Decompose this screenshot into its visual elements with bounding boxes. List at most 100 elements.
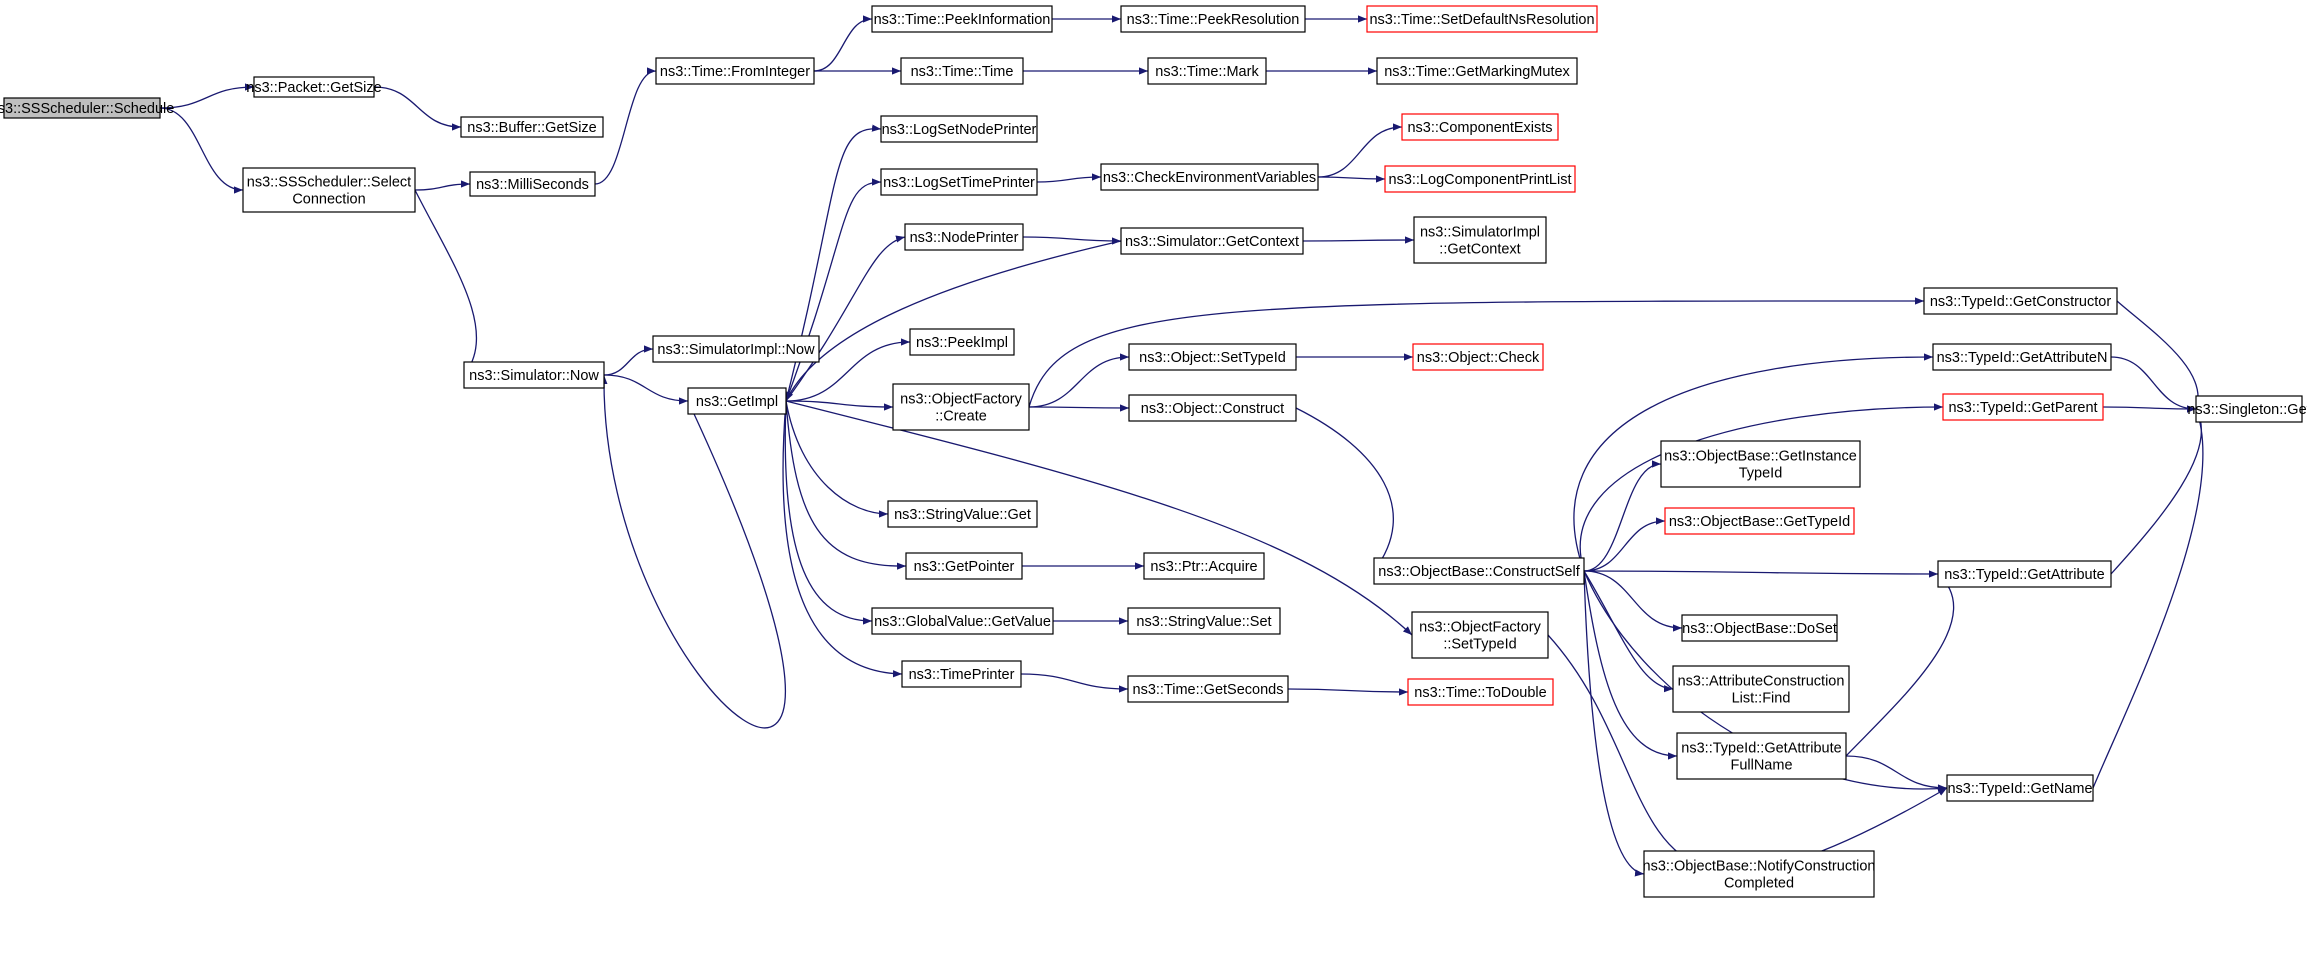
node-objectbase-constructself[interactable]: ns3::ObjectBase::ConstructSelf [1373, 557, 1585, 585]
node-label: ns3::TypeId::GetAttribute [1944, 567, 2104, 583]
node-packet-getsize[interactable]: ns3::Packet::GetSize [246, 76, 382, 98]
node-label: Completed [1724, 876, 1794, 892]
node-schedule[interactable]: ns3::SSScheduler::Schedule [0, 97, 174, 119]
node-time-todouble[interactable]: ns3::Time::ToDouble [1407, 678, 1554, 706]
node-typeid-getparent[interactable]: ns3::TypeId::GetParent [1942, 393, 2104, 421]
node-label: Connection [292, 192, 365, 208]
node-label: ns3::Ptr::Acquire [1150, 559, 1257, 575]
node-box [1643, 850, 1875, 898]
node-label: ns3::Time::PeekInformation [874, 12, 1051, 28]
node-label: ns3::Time::ToDouble [1414, 685, 1546, 701]
node-logsettimeprinter[interactable]: ns3::LogSetTimePrinter [880, 168, 1038, 196]
node-box [1120, 5, 1306, 33]
node-timeprinter[interactable]: ns3::TimePrinter [901, 660, 1022, 688]
node-time-time[interactable]: ns3::Time::Time [900, 57, 1024, 85]
node-logsetnodeprinter[interactable]: ns3::LogSetNodePrinter [880, 115, 1038, 143]
node-box [1100, 163, 1319, 191]
node-box [1128, 394, 1297, 422]
node-box [900, 57, 1024, 85]
edge-objectbase_constructself-to-typeid_getattributefullname [1583, 570, 1678, 760]
node-stringvalue-set[interactable]: ns3::StringValue::Set [1127, 607, 1281, 635]
node-label: ns3::Buffer::GetSize [467, 120, 597, 136]
node-box [1942, 393, 2104, 421]
node-getpointer[interactable]: ns3::GetPointer [905, 552, 1023, 580]
node-object-settypeid[interactable]: ns3::Object::SetTypeId [1128, 343, 1297, 371]
node-label: ns3::Packet::GetSize [246, 80, 381, 96]
node-typeid-getconstructor[interactable]: ns3::TypeId::GetConstructor [1923, 287, 2118, 315]
node-objectfactory-settypeid[interactable]: ns3::ObjectFactory::SetTypeId [1411, 611, 1549, 659]
node-box [1660, 440, 1861, 488]
edge-time_getseconds-to-time_todouble [1287, 688, 1409, 696]
edge-getimpl-to-peekimpl [785, 338, 911, 402]
node-componentexists[interactable]: ns3::ComponentExists [1401, 113, 1559, 141]
node-objectbase-gettypeid[interactable]: ns3::ObjectBase::GetTypeId [1664, 507, 1855, 535]
node-singleton-get[interactable]: ns3::Singleton::Get [2187, 395, 2307, 423]
node-stringvalue-get[interactable]: ns3::StringValue::Get [887, 500, 1038, 528]
edge-getimpl-to-timeprinter [782, 400, 903, 678]
node-peekimpl[interactable]: ns3::PeekImpl [909, 328, 1015, 356]
node-box [892, 383, 1030, 431]
node-nodeprinter[interactable]: ns3::NodePrinter [904, 223, 1024, 251]
node-time-getseconds[interactable]: ns3::Time::GetSeconds [1127, 675, 1289, 703]
node-box [1401, 113, 1559, 141]
node-box [880, 115, 1038, 143]
node-milliseconds[interactable]: ns3::MilliSeconds [469, 171, 596, 197]
node-label: ns3::CheckEnvironmentVariables [1103, 170, 1316, 186]
node-box [1413, 216, 1547, 264]
node-objectfactory-create[interactable]: ns3::ObjectFactory::Create [892, 383, 1030, 431]
node-checkenvironmentvariables[interactable]: ns3::CheckEnvironmentVariables [1100, 163, 1319, 191]
node-simulator-now[interactable]: ns3::Simulator::Now [463, 361, 605, 389]
node-object-check[interactable]: ns3::Object::Check [1412, 343, 1544, 371]
node-logcomponentprintlist[interactable]: ns3::LogComponentPrintList [1384, 165, 1576, 193]
edge-logsettimeprinter-to-checkenvironmentvariables [1036, 173, 1102, 183]
node-box [1932, 343, 2112, 371]
node-box [1143, 552, 1265, 580]
node-buffer-getsize[interactable]: ns3::Buffer::GetSize [460, 116, 604, 138]
node-label: FullName [1730, 758, 1792, 774]
node-time-mark[interactable]: ns3::Time::Mark [1147, 57, 1267, 85]
node-label: ns3::Time::PeekResolution [1127, 12, 1300, 28]
node-simulator-getcontext[interactable]: ns3::Simulator::GetContext [1120, 227, 1304, 255]
node-getimpl[interactable]: ns3::GetImpl [687, 387, 787, 415]
node-ptr-acquire[interactable]: ns3::Ptr::Acquire [1143, 552, 1265, 580]
edges-layer [159, 15, 2204, 877]
node-label: ns3::GetImpl [696, 394, 778, 410]
node-simulatorimpl-now[interactable]: ns3::SimulatorImpl::Now [652, 335, 820, 363]
node-object-construct[interactable]: ns3::Object::Construct [1128, 394, 1297, 422]
node-objectbase-notifyconstructioncompleted[interactable]: ns3::ObjectBase::NotifyConstructionCompl… [1643, 850, 1876, 898]
node-label: ns3::ObjectFactory [1419, 620, 1541, 636]
node-label: ns3::LogSetNodePrinter [882, 122, 1037, 138]
node-time-frominteger[interactable]: ns3::Time::FromInteger [655, 57, 815, 85]
node-time-peekresolution[interactable]: ns3::Time::PeekResolution [1120, 5, 1306, 33]
node-typeid-getname[interactable]: ns3::TypeId::GetName [1946, 774, 2094, 802]
edge-getimpl-to-nodeprinter [785, 235, 906, 402]
edge-packet_getsize-to-buffer_getsize [373, 86, 462, 131]
edge-nodeprinter-to-simulator_getcontext [1022, 236, 1122, 245]
node-label: ns3::Object::SetTypeId [1139, 350, 1286, 366]
node-typeid-getattribute[interactable]: ns3::TypeId::GetAttribute [1937, 560, 2112, 588]
edge-milliseconds-to-time_frominteger [594, 67, 657, 185]
node-typeid-getattributen[interactable]: ns3::TypeId::GetAttributeN [1932, 343, 2112, 371]
node-objectbase-doset[interactable]: ns3::ObjectBase::DoSet [1681, 614, 1838, 642]
node-box [909, 328, 1015, 356]
node-globalvalue-getvalue[interactable]: ns3::GlobalValue::GetValue [871, 607, 1054, 635]
edge-getimpl-to-stringvalue_get [785, 400, 889, 518]
node-box [460, 116, 604, 138]
node-label: ns3::ObjectBase::GetTypeId [1669, 514, 1850, 530]
node-simulatorimpl-getcontext[interactable]: ns3::SimulatorImpl::GetContext [1413, 216, 1547, 264]
node-time-getmarkingmutex[interactable]: ns3::Time::GetMarkingMutex [1376, 57, 1578, 85]
node-box [901, 660, 1022, 688]
node-label: ns3::Object::Check [1417, 350, 1540, 366]
edge-typeid_getattributefullname-to-typeid_getname [1845, 755, 1948, 792]
node-time-setdefaultnsresolution[interactable]: ns3::Time::SetDefaultNsResolution [1366, 5, 1598, 33]
node-box [1411, 611, 1549, 659]
node-label: ns3::TypeId::GetConstructor [1930, 294, 2112, 310]
edge-objectbase_constructself-to-attributeconstructionlist_find [1583, 570, 1674, 693]
node-label: ns3::StringValue::Get [894, 507, 1031, 523]
node-time-peekinformation[interactable]: ns3::Time::PeekInformation [871, 5, 1053, 33]
